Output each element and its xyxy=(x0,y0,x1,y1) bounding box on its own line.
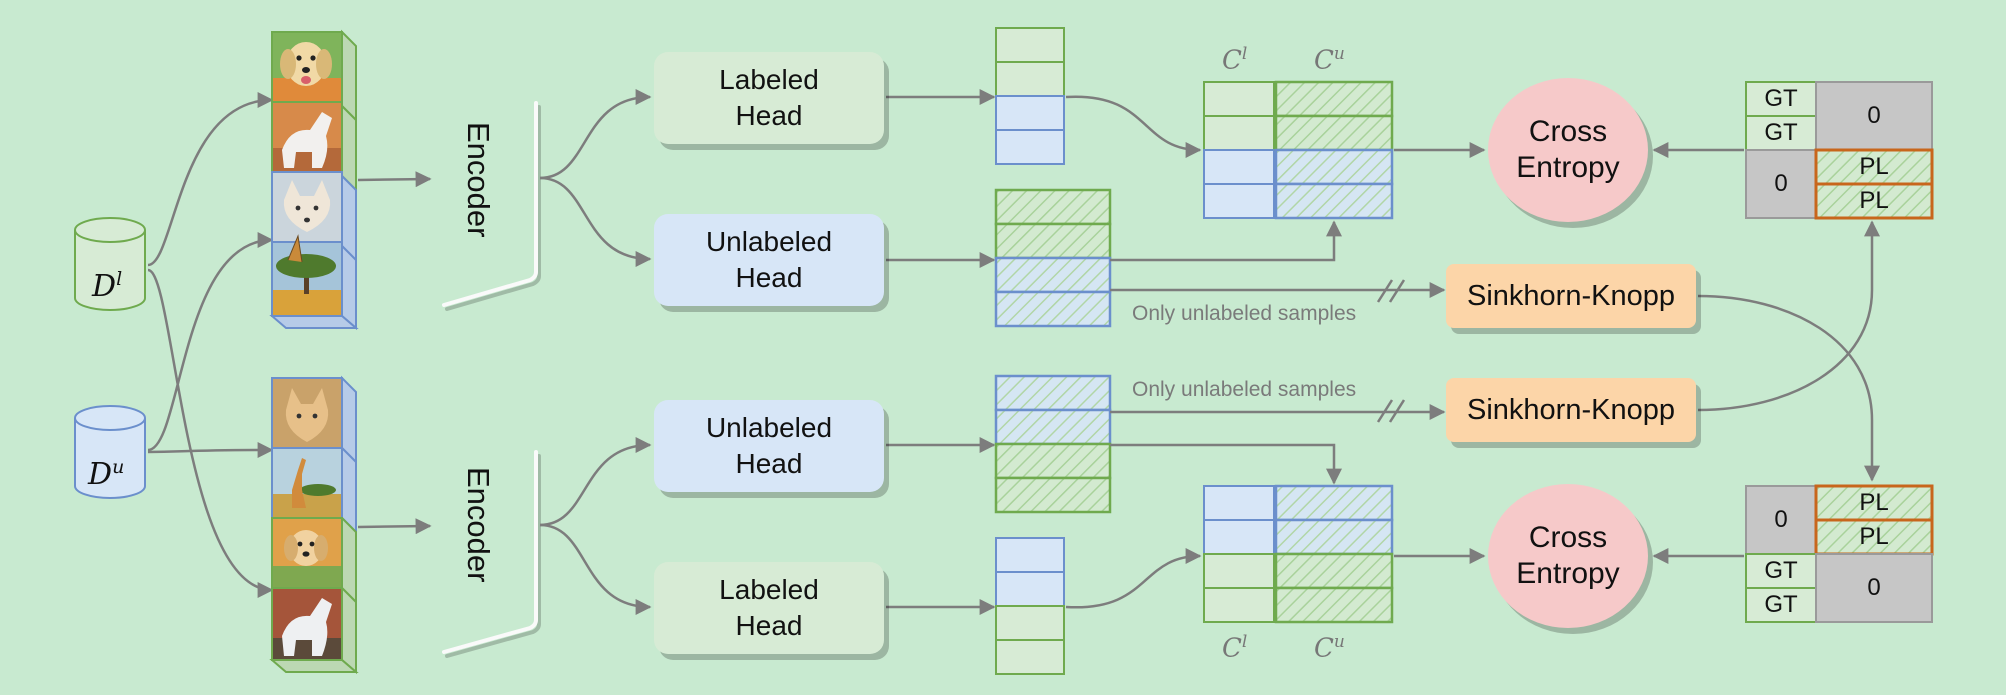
arrow-top-encoder-to-unlabeled-head xyxy=(539,176,652,267)
dataset-labeled-symbol: Dl xyxy=(92,268,123,304)
arrow-dl-to-bottom-stack xyxy=(147,268,274,598)
top-cross-entropy: Cross Entropy xyxy=(1488,78,1648,222)
bottom-class-label-unlabeled: Cu xyxy=(1314,632,1345,664)
bottom-target-pl-2: PL xyxy=(1859,523,1889,550)
top-class-label-unlabeled: Cu xyxy=(1314,44,1345,76)
bottom-encoder: Encoder xyxy=(461,467,496,583)
top-unlabeled-head: Unlabeled Head xyxy=(654,214,884,306)
arrow-du-to-bottom-stack xyxy=(147,442,274,459)
arrow-dl-to-top-stack xyxy=(147,92,274,267)
arrow-bottom-labeled-to-concat xyxy=(1065,548,1202,609)
top-labeled-head: Labeled Head xyxy=(654,52,884,144)
horse-image xyxy=(271,587,343,661)
arrow-bottom-encoder-to-unlabeled-head xyxy=(539,437,652,527)
arrow-top-unlabeled-to-concat xyxy=(1110,220,1342,262)
tree-image xyxy=(271,234,343,317)
top-sinkhorn-knopp: Sinkhorn-Knopp xyxy=(1446,264,1696,328)
arrow-du-to-top-stack xyxy=(147,232,274,452)
dataset-labeled-cylinder xyxy=(74,217,146,311)
arrow-bottom-unlabeled-to-concat xyxy=(1110,443,1342,485)
bottom-unlabeled-output-column xyxy=(994,374,1112,514)
top-encoder: Encoder xyxy=(461,122,496,238)
top-encoder-outline xyxy=(442,101,538,307)
bottom-sinkhorn-knopp: Sinkhorn-Knopp xyxy=(1446,378,1696,442)
bottom-only-unlabeled-note: Only unlabeled samples xyxy=(1132,378,1357,401)
top-target-zero-right: 0 xyxy=(1867,102,1881,129)
dataset-unlabeled-cylinder xyxy=(74,405,146,499)
bottom-unlabeled-head: Unlabeled Head xyxy=(654,400,884,492)
top-target-pl-2: PL xyxy=(1859,187,1889,214)
top-slash-mark xyxy=(1376,279,1394,303)
fox-image xyxy=(271,377,343,449)
top-target-zero-left: 0 xyxy=(1774,170,1788,197)
dog-image xyxy=(271,31,343,103)
top-target-gt-2: GT xyxy=(1764,119,1798,146)
bottom-slash-mark xyxy=(1376,399,1394,423)
arrow-top-sinkhorn-to-bottom-targets xyxy=(1697,294,1880,482)
arrow-bottom-encoder-to-labeled-head xyxy=(539,523,652,615)
bottom-labeled-output-column xyxy=(995,537,1065,675)
top-labeled-output-column xyxy=(995,27,1065,165)
bottom-slash-mark xyxy=(1388,399,1406,423)
arrow-bottom-sinkhorn-to-top-targets xyxy=(1697,220,1880,412)
arrow-bottom-stack-to-encoder xyxy=(357,518,432,535)
bottom-target-gt-1: GT xyxy=(1764,557,1798,584)
bottom-image-stack xyxy=(269,375,359,675)
top-image-stack xyxy=(269,29,359,331)
giraffe-image xyxy=(271,447,343,519)
dataset-unlabeled-symbol: Du xyxy=(88,456,125,492)
bottom-prediction-matrix xyxy=(1203,484,1394,624)
top-target-pl-1: PL xyxy=(1859,153,1889,180)
bottom-target-matrix xyxy=(1745,484,1934,623)
bottom-target-zero-left: 0 xyxy=(1774,506,1788,533)
top-prediction-matrix xyxy=(1203,80,1394,220)
top-slash-mark xyxy=(1388,279,1406,303)
fox-image xyxy=(271,171,343,243)
dog-image xyxy=(271,517,343,589)
arrow-top-encoder-to-labeled-head xyxy=(539,89,652,180)
bottom-labeled-head: Labeled Head xyxy=(654,562,884,654)
top-target-gt-1: GT xyxy=(1764,85,1798,112)
bottom-cross-entropy: Cross Entropy xyxy=(1488,484,1648,628)
bottom-target-gt-2: GT xyxy=(1764,591,1798,618)
bottom-encoder-outline xyxy=(442,450,538,654)
bottom-class-label-labeled: Cl xyxy=(1222,632,1248,664)
horse-image xyxy=(271,101,343,173)
bottom-target-zero-right: 0 xyxy=(1867,574,1881,601)
bottom-target-pl-1: PL xyxy=(1859,489,1889,516)
arrow-top-labeled-to-concat xyxy=(1065,95,1202,158)
top-unlabeled-output-column xyxy=(994,188,1112,328)
top-only-unlabeled-note: Only unlabeled samples xyxy=(1132,302,1357,325)
arrow-top-stack-to-encoder xyxy=(357,171,432,188)
top-target-matrix xyxy=(1745,81,1934,220)
top-class-label-labeled: Cl xyxy=(1222,44,1248,76)
